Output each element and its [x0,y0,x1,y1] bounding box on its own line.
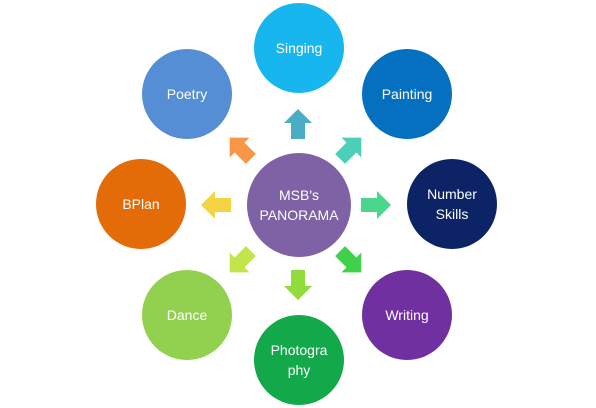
node-painting-label: Painting [381,86,433,102]
center-label-line1: MSB's [278,187,319,203]
arrow-to-writing [335,246,362,273]
arrow-to-bplan [201,191,231,219]
node-painting: Painting [362,49,452,139]
node-writing: Writing [362,270,452,360]
node-number-skills-label-line1: Number [427,186,477,202]
arrow-to-painting [335,137,362,164]
node-poetry: Poetry [142,49,232,139]
node-singing-label: Singing [275,40,323,56]
node-writing-label: Writing [385,307,429,323]
arrow-to-singing [284,109,312,139]
node-photography-label-line1: Photogra [270,342,328,358]
node-photography-label-line2: phy [287,362,311,378]
arrow-to-photography [284,270,312,300]
node-bplan-label: BPlan [122,196,160,212]
node-bplan: BPlan [96,159,186,249]
node-poetry-label: Poetry [166,86,208,102]
node-dance: Dance [142,270,232,360]
node-photography: Photogra phy [254,315,344,405]
arrow-to-number-skills [361,191,391,219]
arrow-to-poetry [229,137,256,164]
arrow-to-dance [229,246,256,273]
node-number-skills: Number Skills [407,159,497,249]
node-number-skills-label-line2: Skills [435,206,469,222]
node-singing: Singing [254,3,344,93]
center-label-line2: PANORAMA [259,207,339,223]
center-node-panorama: MSB's PANORAMA [247,153,351,257]
node-dance-label: Dance [166,307,208,323]
